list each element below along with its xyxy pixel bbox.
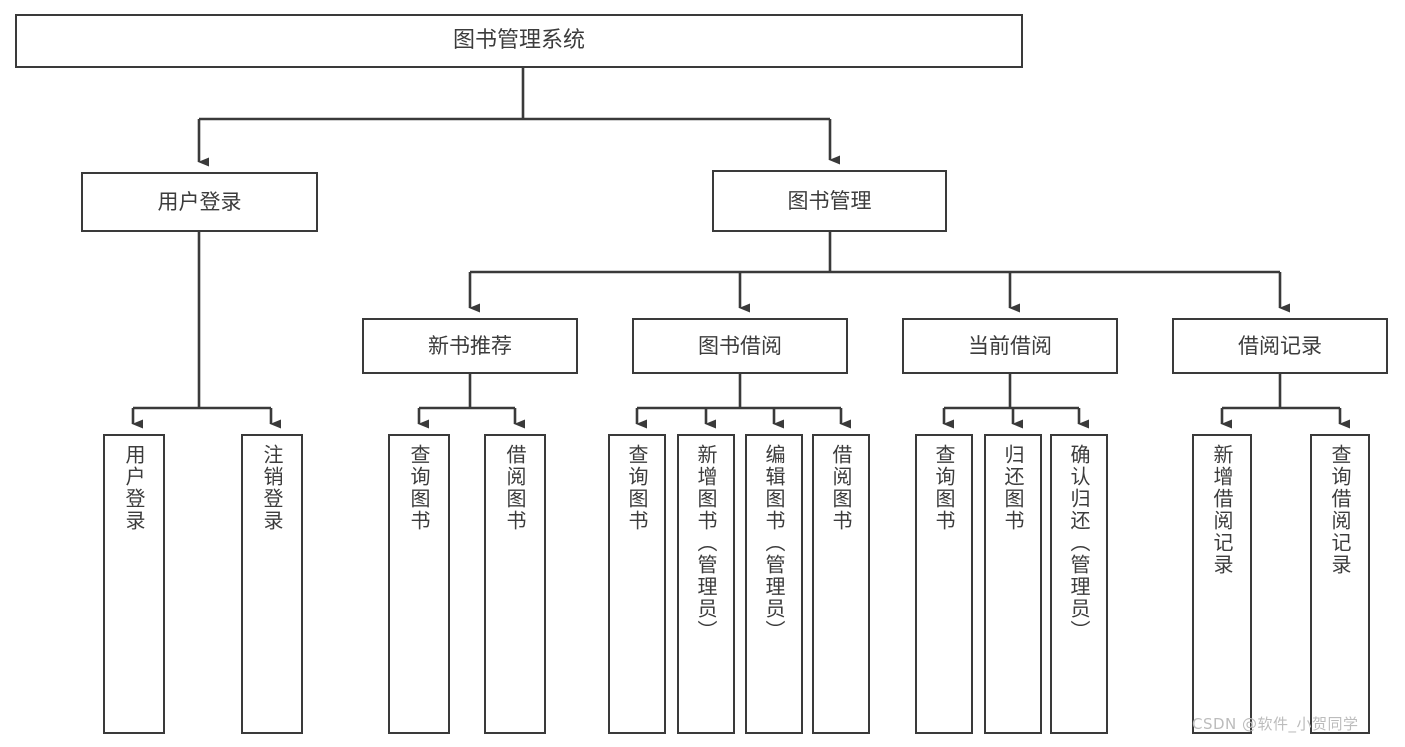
node-leaf-edit-book[interactable]: 编辑图书（管理员） [745, 434, 803, 734]
node-label: 图书管理系统 [452, 28, 585, 54]
node-label: 当前借阅 [968, 333, 1052, 358]
node-label: 图书借阅 [698, 333, 782, 358]
node-label: 新书推荐 [428, 333, 512, 358]
node-label: 确认归还（管理员） [1067, 444, 1091, 642]
node-label: 新增图书（管理员） [694, 444, 718, 642]
node-label: 用户登录 [157, 189, 242, 214]
node-leaf-return-book[interactable]: 归还图书 [984, 434, 1042, 734]
node-label: 查询图书 [625, 444, 649, 532]
node-leaf-query-book-2[interactable]: 查询图书 [608, 434, 666, 734]
node-user-login[interactable]: 用户登录 [81, 172, 318, 232]
node-leaf-query-book-3[interactable]: 查询图书 [915, 434, 973, 734]
node-label: 注销登录 [260, 444, 284, 532]
node-label: 查询图书 [407, 444, 431, 532]
node-leaf-borrow-book-1[interactable]: 借阅图书 [484, 434, 546, 734]
node-label: 借阅图书 [503, 444, 527, 532]
node-book-borrow[interactable]: 图书借阅 [632, 318, 848, 374]
node-current-borrow[interactable]: 当前借阅 [902, 318, 1118, 374]
node-label: 查询借阅记录 [1328, 444, 1352, 576]
node-leaf-add-book[interactable]: 新增图书（管理员） [677, 434, 735, 734]
node-leaf-confirm-return[interactable]: 确认归还（管理员） [1050, 434, 1108, 734]
node-root-system[interactable]: 图书管理系统 [15, 14, 1023, 68]
node-new-book-recommend[interactable]: 新书推荐 [362, 318, 578, 374]
node-label: 查询图书 [932, 444, 956, 532]
watermark-text: CSDN @软件_小贺同学 [1192, 715, 1359, 733]
node-leaf-logout-login[interactable]: 注销登录 [241, 434, 303, 734]
node-leaf-add-borrow-record[interactable]: 新增借阅记录 [1192, 434, 1252, 734]
node-label: 编辑图书（管理员） [762, 444, 786, 642]
node-label: 用户登录 [122, 444, 146, 532]
node-label: 归还图书 [1001, 444, 1025, 532]
node-borrow-record[interactable]: 借阅记录 [1172, 318, 1388, 374]
node-label: 新增借阅记录 [1210, 444, 1234, 576]
node-leaf-query-book-1[interactable]: 查询图书 [388, 434, 450, 734]
node-book-management[interactable]: 图书管理 [712, 170, 947, 232]
node-label: 借阅图书 [829, 444, 853, 532]
node-leaf-query-borrow-record[interactable]: 查询借阅记录 [1310, 434, 1370, 734]
node-label: 图书管理 [787, 188, 872, 213]
node-leaf-user-login[interactable]: 用户登录 [103, 434, 165, 734]
node-label: 借阅记录 [1238, 333, 1322, 358]
node-leaf-borrow-book-2[interactable]: 借阅图书 [812, 434, 870, 734]
